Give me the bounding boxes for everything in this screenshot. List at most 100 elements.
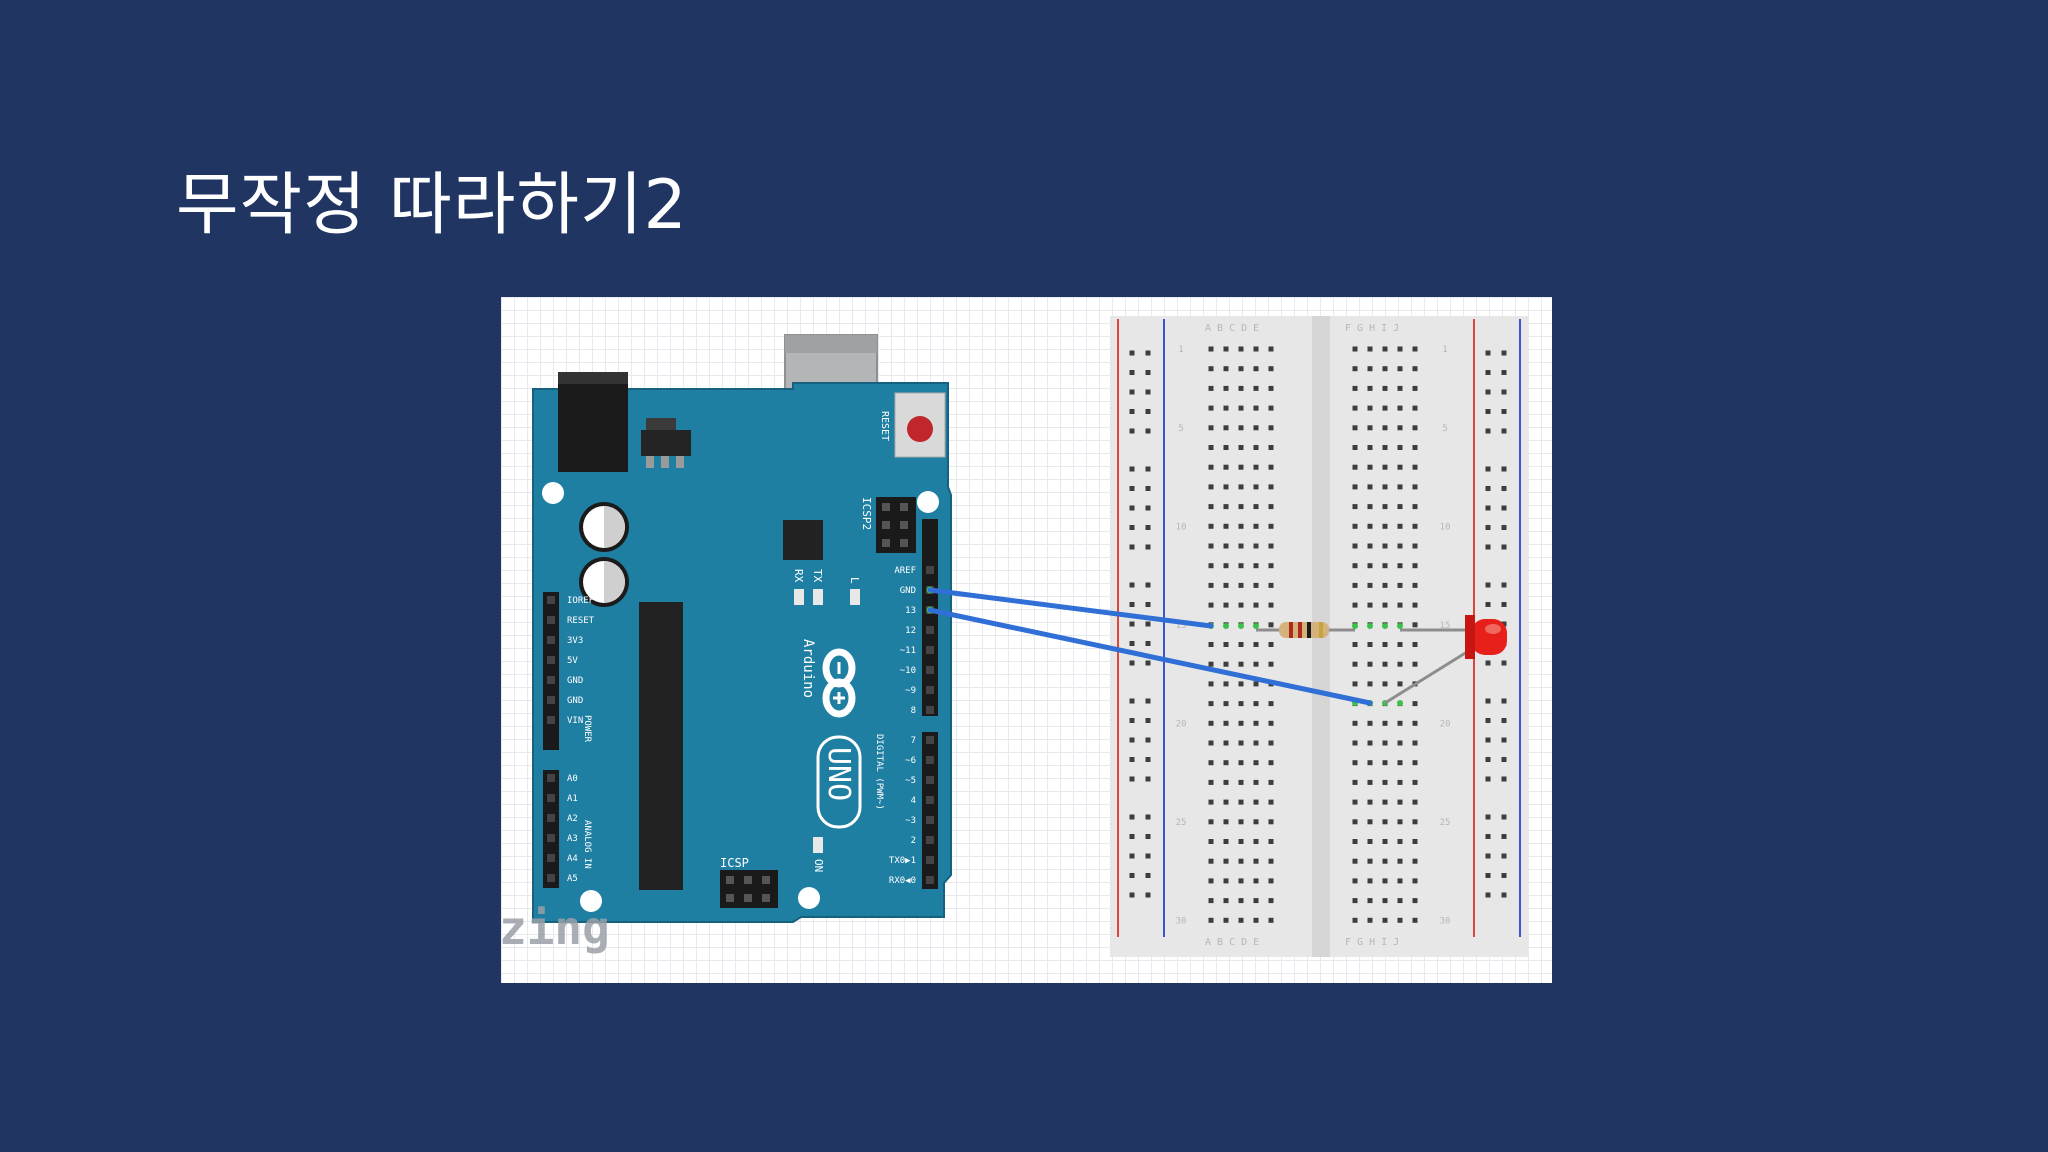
breadboard-hole [1397,799,1403,805]
breadboard-hole [1367,504,1373,510]
breadboard-hole [1352,661,1358,667]
rail-hole [1129,660,1135,666]
breadboard-hole [1397,839,1403,844]
breadboard-hole [1352,366,1358,372]
rail-hole [1501,602,1507,607]
rail-hole [1129,698,1135,704]
row-number: 15 [1176,621,1187,631]
breadboard-hole [1412,839,1418,844]
power-pin [547,696,555,704]
rail-hole [1129,582,1135,588]
breadboard-hole [1223,760,1229,766]
breadboard-hole [1208,681,1214,687]
breadboard-hole [1238,385,1244,391]
breadboard-hole [1412,642,1418,647]
breadboard-hole [1268,582,1274,588]
breadboard-hole [1223,484,1229,490]
analog-pin-label: A1 [567,794,578,804]
breadboard-hole [1397,642,1403,647]
rail-hole [1129,525,1135,530]
digital-pin [926,856,934,864]
rx-led [794,589,804,605]
breadboard-hole [1238,681,1244,687]
rail-hole [1501,737,1507,743]
rail-hole [1129,814,1135,820]
analog-pin-label: A0 [567,774,578,784]
rail-hole [1145,505,1151,511]
breadboard-hole [1367,858,1373,864]
row-number: 25 [1440,818,1451,828]
rail-hole [1485,544,1491,550]
breadboard-hole [1238,740,1244,746]
rail-hole [1485,853,1491,859]
rail-hole [1501,370,1507,375]
breadboard-hole [1223,681,1229,687]
breadboard-hole [1397,661,1403,667]
breadboard-hole [1352,523,1358,529]
breadboard-hole [1268,523,1274,529]
breadboard-hole [1223,720,1229,726]
breadboard-hole [1367,366,1373,372]
breadboard-hole [1223,779,1229,785]
capacitor [579,557,629,607]
breadboard-hole [1238,464,1244,470]
breadboard-hole [1238,661,1244,667]
breadboard-hole [1382,681,1388,687]
rail-hole [1485,718,1491,723]
breadboard-hole [1238,563,1244,569]
rail-hole [1501,853,1507,859]
breadboard-hole [1397,523,1403,529]
breadboard-hole [1382,799,1388,805]
digital-pin [926,776,934,784]
breadboard-hole [1208,779,1214,785]
rail-hole [1501,389,1507,395]
breadboard-hole [1268,917,1274,923]
rail-hole [1485,873,1491,878]
rail-hole [1145,641,1151,646]
rail-hole [1145,757,1151,762]
breadboard-hole [1412,720,1418,726]
breadboard-hole [1223,642,1229,647]
reset-button[interactable] [894,392,946,458]
breadboard-hole [1382,779,1388,785]
breadboard-hole [1238,582,1244,588]
breadboard-hole [1268,799,1274,805]
mounting-hole [917,491,939,513]
breadboard-hole [1208,819,1214,825]
rail-hole [1129,428,1135,434]
breadboard-hole [1253,642,1259,647]
rail-hole [1501,834,1507,839]
rail-hole [1501,873,1507,878]
breadboard-hole [1352,642,1358,647]
breadboard-hole [1268,484,1274,490]
breadboard-hole [1412,405,1418,411]
breadboard-hole [1253,799,1259,805]
breadboard-hole [1208,878,1214,884]
breadboard-hole [1238,898,1244,904]
arduino-logo-icon [822,648,856,718]
mounting-hole [580,890,602,912]
breadboard-hole [1223,504,1229,510]
fritzing-watermark: zing [501,901,610,955]
breadboard-hole [1367,917,1373,923]
breadboard-hole [1367,740,1373,746]
rail-hole [1145,602,1151,607]
breadboard-hole [1382,563,1388,569]
breadboard-hole [1397,602,1403,608]
breadboard-hole [1268,819,1274,825]
breadboard-hole [1397,681,1403,687]
rail-hole [1145,389,1151,395]
breadboard-hole [1223,602,1229,608]
breadboard-hole [1253,898,1259,904]
breadboard-hole [1253,602,1259,608]
breadboard-hole [1352,484,1358,490]
breadboard-hole [1223,543,1229,549]
digital-pin-label: ~5 [905,776,916,786]
breadboard-hole [1412,366,1418,372]
board-pcb [532,382,952,923]
model-label: UNO [821,747,856,801]
breadboard-hole [1253,385,1259,391]
breadboard-hole [1223,701,1229,707]
breadboard-hole [1352,563,1358,569]
rail-hole [1129,834,1135,839]
